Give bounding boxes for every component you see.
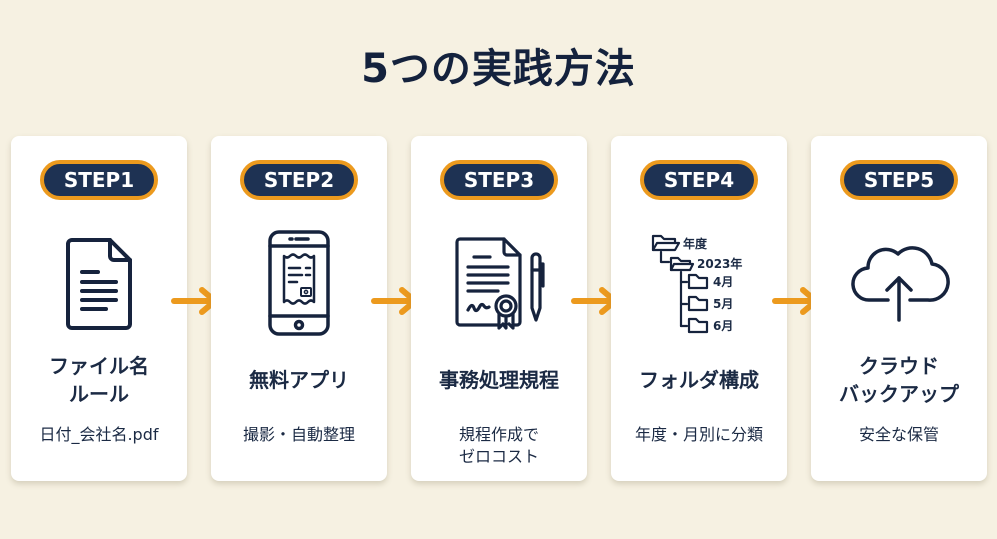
tree-month-label: 4月	[713, 275, 733, 289]
smartphone-receipt-camera-icon	[244, 228, 354, 338]
step-heading: 事務処理規程	[439, 368, 559, 392]
step-card-3: STEP3 事務処理規程 規程作成で ゼロコスト	[411, 136, 587, 481]
step-badge: STEP2	[240, 160, 358, 200]
tree-root-label: 年度	[683, 236, 708, 251]
tree-month-label: 5月	[713, 297, 733, 311]
tree-year-label: 2023年	[697, 256, 742, 271]
step-card-5: STEP5 クラウド バックアップ 安全な保管	[811, 136, 987, 481]
folder-tree-icon: 年度 2023年 4月 5月 6月	[647, 230, 777, 342]
step-card-2: STEP2 無料アプリ 撮影・自動整理	[211, 136, 387, 481]
step-description: 安全な保管	[858, 425, 939, 444]
step-description: 規程作成で ゼロコスト	[458, 425, 539, 466]
step-badge: STEP1	[40, 160, 158, 200]
step-description: 年度・月別に分類	[634, 425, 763, 444]
certificate-pen-icon	[444, 228, 554, 338]
step-description: 撮影・自動整理	[242, 425, 355, 444]
page-title: 5つの実践方法	[361, 46, 636, 92]
step-heading: フォルダ構成	[639, 368, 759, 392]
step-badge: STEP4	[640, 160, 758, 200]
step-badge: STEP5	[840, 160, 958, 200]
step-heading: ファイル名 ルール	[49, 354, 149, 406]
step-description: 日付_会社名.pdf	[39, 425, 159, 444]
tree-month-label: 6月	[713, 319, 733, 333]
step-card-4: STEP4 年度 2023年 4月 5月 6月 フォルダ構成 年度・月別に分類	[611, 136, 787, 481]
step-heading: クラウド バックアップ	[839, 354, 959, 406]
cloud-upload-icon	[844, 228, 954, 338]
document-icon	[44, 228, 154, 338]
step-heading: 無料アプリ	[249, 368, 349, 392]
step-badge: STEP3	[440, 160, 558, 200]
step-card-1: STEP1 ファイル名 ルール 日付_会社名.pdf	[11, 136, 187, 481]
